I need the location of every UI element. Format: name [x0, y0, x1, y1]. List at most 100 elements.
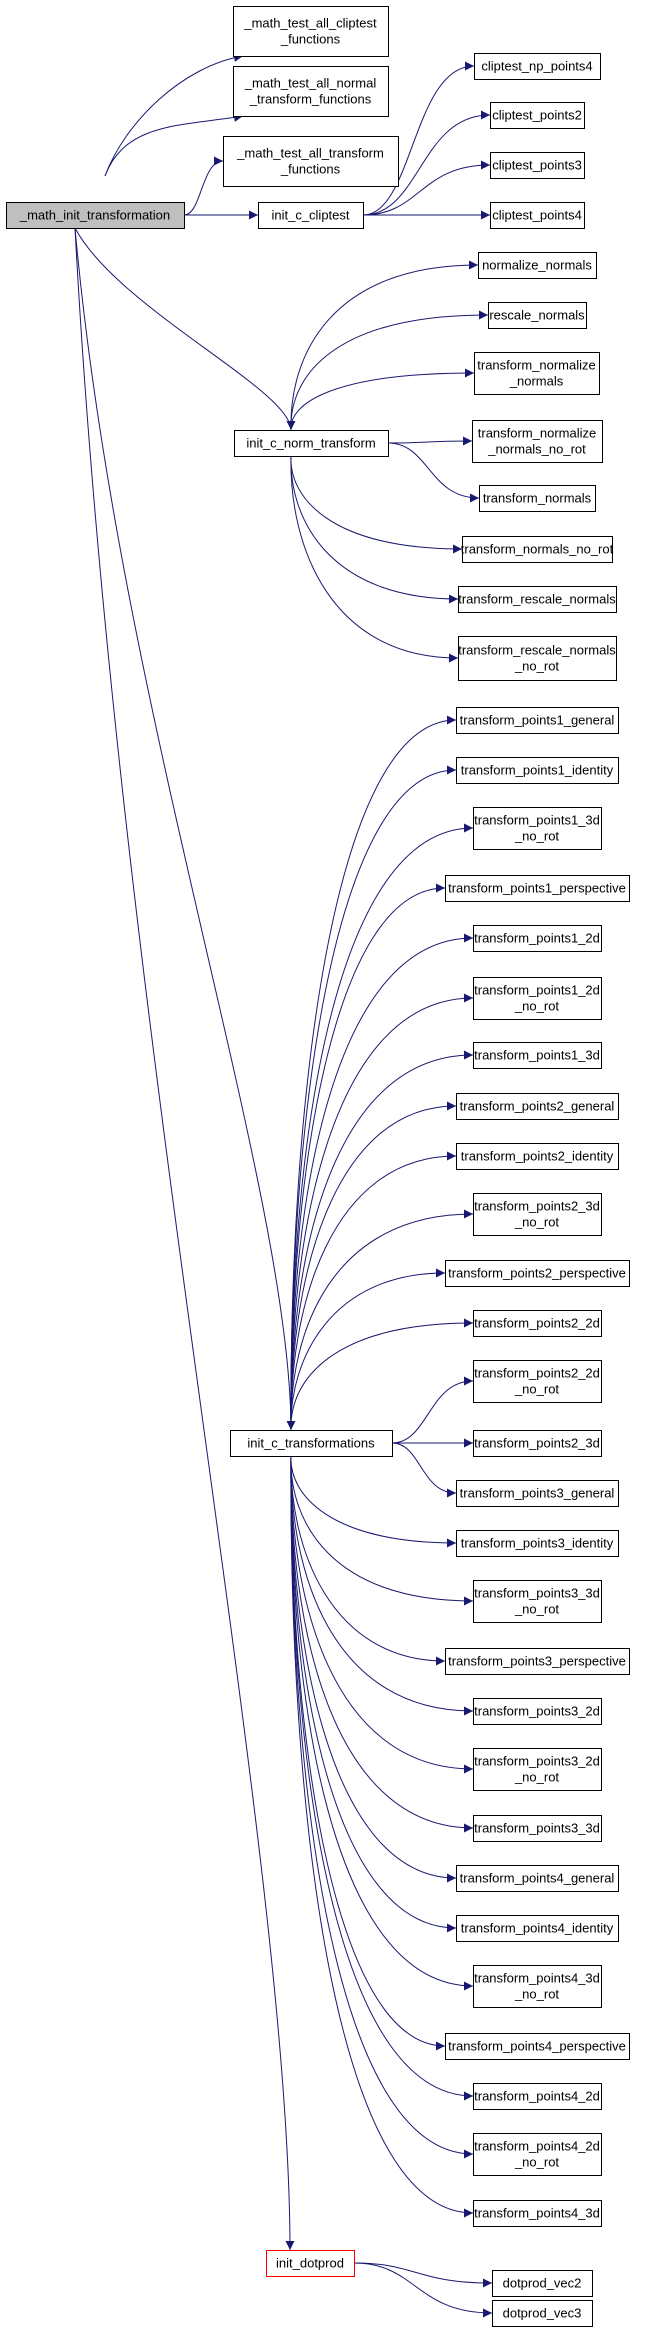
node-init_xf[interactable]: init_c_transformations: [230, 1430, 393, 1457]
node-p4g[interactable]: transform_points4_general: [456, 1865, 619, 1892]
node-t_xf[interactable]: _math_test_all_transform_functions: [223, 136, 399, 187]
node-clip3[interactable]: cliptest_points3: [490, 152, 585, 179]
edge-init_xf-to-p3g: [391, 1442, 457, 1498]
node-p1i[interactable]: transform_points1_identity: [456, 757, 619, 784]
node-trs_nr[interactable]: transform_rescale_normals_no_rot: [458, 636, 617, 681]
node-p32n[interactable]: transform_points3_2d_no_rot: [473, 1748, 602, 1791]
node-p3p[interactable]: transform_points3_perspective: [445, 1648, 630, 1675]
node-p42[interactable]: transform_points4_2d: [473, 2083, 602, 2110]
node-label: transform_normals: [483, 491, 592, 506]
node-p1g[interactable]: transform_points1_general: [456, 707, 619, 734]
node-t_norm[interactable]: _math_test_all_normal_transform_function…: [233, 66, 389, 117]
node-clip4[interactable]: cliptest_points4: [490, 202, 585, 229]
node-tn_nr[interactable]: transform_normalize_normals_no_rot: [472, 420, 603, 463]
edge-init_xf-to-p12n: [290, 993, 474, 1431]
edge-init_xf-to-p12: [290, 933, 474, 1431]
node-rescale[interactable]: rescale_normals: [488, 302, 587, 329]
node-label: _no_rot: [514, 829, 559, 844]
node-p3i[interactable]: transform_points3_identity: [456, 1530, 619, 1557]
node-p22n[interactable]: transform_points2_2d_no_rot: [473, 1360, 602, 1403]
node-label: transform_points1_2d: [474, 931, 600, 946]
node-box: [488, 302, 587, 329]
node-box: [473, 2133, 602, 2176]
node-tn[interactable]: transform_normalize_normals: [474, 352, 600, 395]
node-p22[interactable]: transform_points2_2d: [473, 1310, 602, 1337]
node-label: _no_rot: [514, 1602, 559, 1617]
node-dot3[interactable]: dotprod_vec3: [492, 2300, 593, 2327]
edges-layer: [74, 53, 493, 2318]
node-p3g[interactable]: transform_points3_general: [456, 1480, 619, 1507]
node-p2g[interactable]: transform_points2_general: [456, 1093, 619, 1120]
node-label: _math_test_all_transform: [236, 146, 384, 161]
edge-init_xf-to-p1p: [290, 883, 446, 1431]
node-box: [473, 1193, 602, 1236]
node-p13n[interactable]: transform_points1_3d_no_rot: [473, 807, 602, 850]
node-p12[interactable]: transform_points1_2d: [473, 925, 602, 952]
node-root[interactable]: _math_init_transformation: [6, 202, 185, 229]
node-label: _functions: [280, 162, 341, 177]
node-label: _no_rot: [514, 1382, 559, 1397]
node-tnorm[interactable]: transform_normals: [479, 485, 596, 512]
node-label: dotprod_vec2: [503, 2276, 582, 2291]
node-box: [492, 2270, 593, 2297]
node-label: transform_points1_3d: [474, 1048, 600, 1063]
node-box: [479, 485, 596, 512]
node-box: [456, 1530, 619, 1557]
node-p1p[interactable]: transform_points1_perspective: [445, 875, 630, 902]
node-box: [474, 53, 601, 80]
node-label: transform_points3_general: [460, 1486, 615, 1501]
node-label: transform_points1_3d: [474, 813, 600, 828]
node-p13[interactable]: transform_points1_3d: [473, 1042, 602, 1069]
node-p23[interactable]: transform_points2_3d: [473, 1430, 602, 1457]
node-p33n[interactable]: transform_points3_3d_no_rot: [473, 1580, 602, 1623]
edge-init_dot-to-dot3: [353, 2262, 493, 2318]
node-clip2[interactable]: cliptest_points2: [490, 102, 585, 129]
node-init_clip[interactable]: init_c_cliptest: [258, 202, 364, 229]
node-box: [473, 1430, 602, 1457]
node-box: [473, 977, 602, 1020]
node-t_clip[interactable]: _math_test_all_cliptest_functions: [233, 6, 389, 57]
node-box: [473, 1360, 602, 1403]
node-p42n[interactable]: transform_points4_2d_no_rot: [473, 2133, 602, 2176]
node-p33[interactable]: transform_points3_3d: [473, 1815, 602, 1842]
node-p2i[interactable]: transform_points2_identity: [456, 1143, 619, 1170]
node-label: _math_test_all_cliptest: [243, 16, 377, 31]
edge-init_xf-to-p2g: [290, 1101, 457, 1431]
node-p23n[interactable]: transform_points2_3d_no_rot: [473, 1193, 602, 1236]
node-p12n[interactable]: transform_points1_2d_no_rot: [473, 977, 602, 1020]
node-label: transform_points1_identity: [461, 763, 614, 778]
node-label: transform_points3_2d: [474, 1704, 600, 1719]
node-p32[interactable]: transform_points3_2d: [473, 1698, 602, 1725]
node-p4p[interactable]: transform_points4_perspective: [445, 2033, 630, 2060]
node-box: [473, 2200, 602, 2227]
node-p4i[interactable]: transform_points4_identity: [456, 1915, 619, 1942]
node-dot2[interactable]: dotprod_vec2: [492, 2270, 593, 2297]
node-label: transform_points4_2d: [474, 2089, 600, 2104]
node-init_norm[interactable]: init_c_norm_transform: [234, 430, 389, 457]
node-box: [445, 1648, 630, 1675]
node-label: init_c_transformations: [247, 1436, 375, 1451]
node-p43[interactable]: transform_points4_3d: [473, 2200, 602, 2227]
node-box: [474, 352, 600, 395]
node-box: [458, 636, 617, 681]
node-box: [473, 1965, 602, 2008]
edge-init_clip-to-clip3: [362, 160, 491, 216]
edge-init_norm-to-trs_nr: [290, 455, 459, 663]
edge-init_norm-to-tn_nr: [387, 436, 473, 446]
node-label: cliptest_points3: [492, 158, 582, 173]
node-tnorm_nr[interactable]: transform_normals_no_rot: [461, 536, 614, 563]
node-p2p[interactable]: transform_points2_perspective: [445, 1260, 630, 1287]
node-box: [456, 1143, 619, 1170]
node-box: [473, 1815, 602, 1842]
node-box: [473, 2083, 602, 2110]
node-label: transform_points2_perspective: [448, 1266, 626, 1281]
node-clip_np4[interactable]: cliptest_np_points4: [474, 53, 601, 80]
node-trs[interactable]: transform_rescale_normals: [458, 586, 617, 613]
node-p43n[interactable]: transform_points4_3d_no_rot: [473, 1965, 602, 2008]
node-label: transform_points3_2d: [474, 1754, 600, 1769]
node-label: init_c_norm_transform: [246, 436, 375, 451]
node-init_dot[interactable]: init_dotprod: [266, 2250, 355, 2277]
node-normalize[interactable]: normalize_normals: [478, 252, 597, 279]
node-label: transform_points3_3d: [474, 1586, 600, 1601]
edge-init_xf-to-p43: [290, 1455, 474, 2218]
